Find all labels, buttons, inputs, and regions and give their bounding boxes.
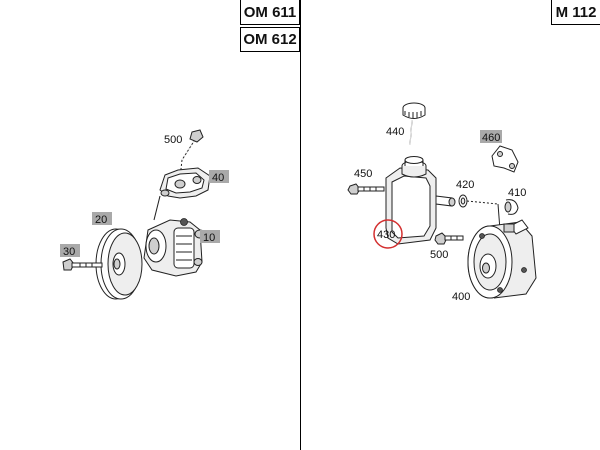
leader-500-left [179,159,183,179]
engine-label-m112: M 112 [551,0,600,25]
bolt-500-right[interactable] [434,232,464,245]
clip-410[interactable] [504,199,519,215]
label-30[interactable]: 30 [60,244,80,258]
label-500-right-text: 500 [430,249,448,261]
label-430-highlighted[interactable]: 430 [373,219,403,249]
left-assembly: 500 40 20 10 30 [60,129,229,300]
label-10-text: 10 [203,232,215,244]
label-410[interactable]: 410 [508,187,526,199]
highlight-circle-430 [373,219,403,249]
label-450[interactable]: 450 [354,168,372,180]
label-460[interactable]: 460 [480,130,502,144]
oil-reservoir-430[interactable] [385,156,456,245]
label-440-text: 440 [386,126,404,138]
label-440[interactable]: 440 [386,126,404,138]
label-40-text: 40 [212,172,224,184]
pulley-20[interactable] [95,228,143,300]
label-420-text: 420 [456,179,474,191]
power-steering-pump-10[interactable] [143,218,206,277]
label-30-text: 30 [63,246,75,258]
power-steering-pump-400[interactable] [467,219,537,299]
label-500-left-text: 500 [164,134,182,146]
label-410-text: 410 [508,187,526,199]
label-420[interactable]: 420 [456,179,474,191]
label-460-text: 460 [482,132,500,144]
leader-420-line [466,200,499,205]
bolt-30[interactable] [62,258,103,271]
label-430-text: 430 [377,229,395,241]
bracket-40[interactable] [159,167,211,199]
engine-label-om612: OM 612 [240,27,300,52]
leader-40-link [153,195,161,221]
engine-label-om611: OM 611 [240,0,300,25]
label-500-right[interactable]: 500 [430,249,448,261]
reservoir-cap-440[interactable] [402,102,426,146]
label-20-text: 20 [95,214,107,226]
label-20[interactable]: 20 [92,212,112,226]
seal-ring-420[interactable] [458,194,468,208]
bolt-500-left[interactable] [181,129,204,161]
label-450-text: 450 [354,168,372,180]
label-10[interactable]: 10 [200,230,220,244]
panel-divider [300,0,301,450]
label-40[interactable]: 40 [209,170,229,184]
right-assembly: 440 460 450 420 410 430 500 400 [347,102,537,303]
bolt-450[interactable] [347,183,385,195]
bracket-460[interactable] [491,145,519,173]
label-400[interactable]: 400 [452,291,470,303]
label-400-text: 400 [452,291,470,303]
label-500-left[interactable]: 500 [164,134,182,146]
